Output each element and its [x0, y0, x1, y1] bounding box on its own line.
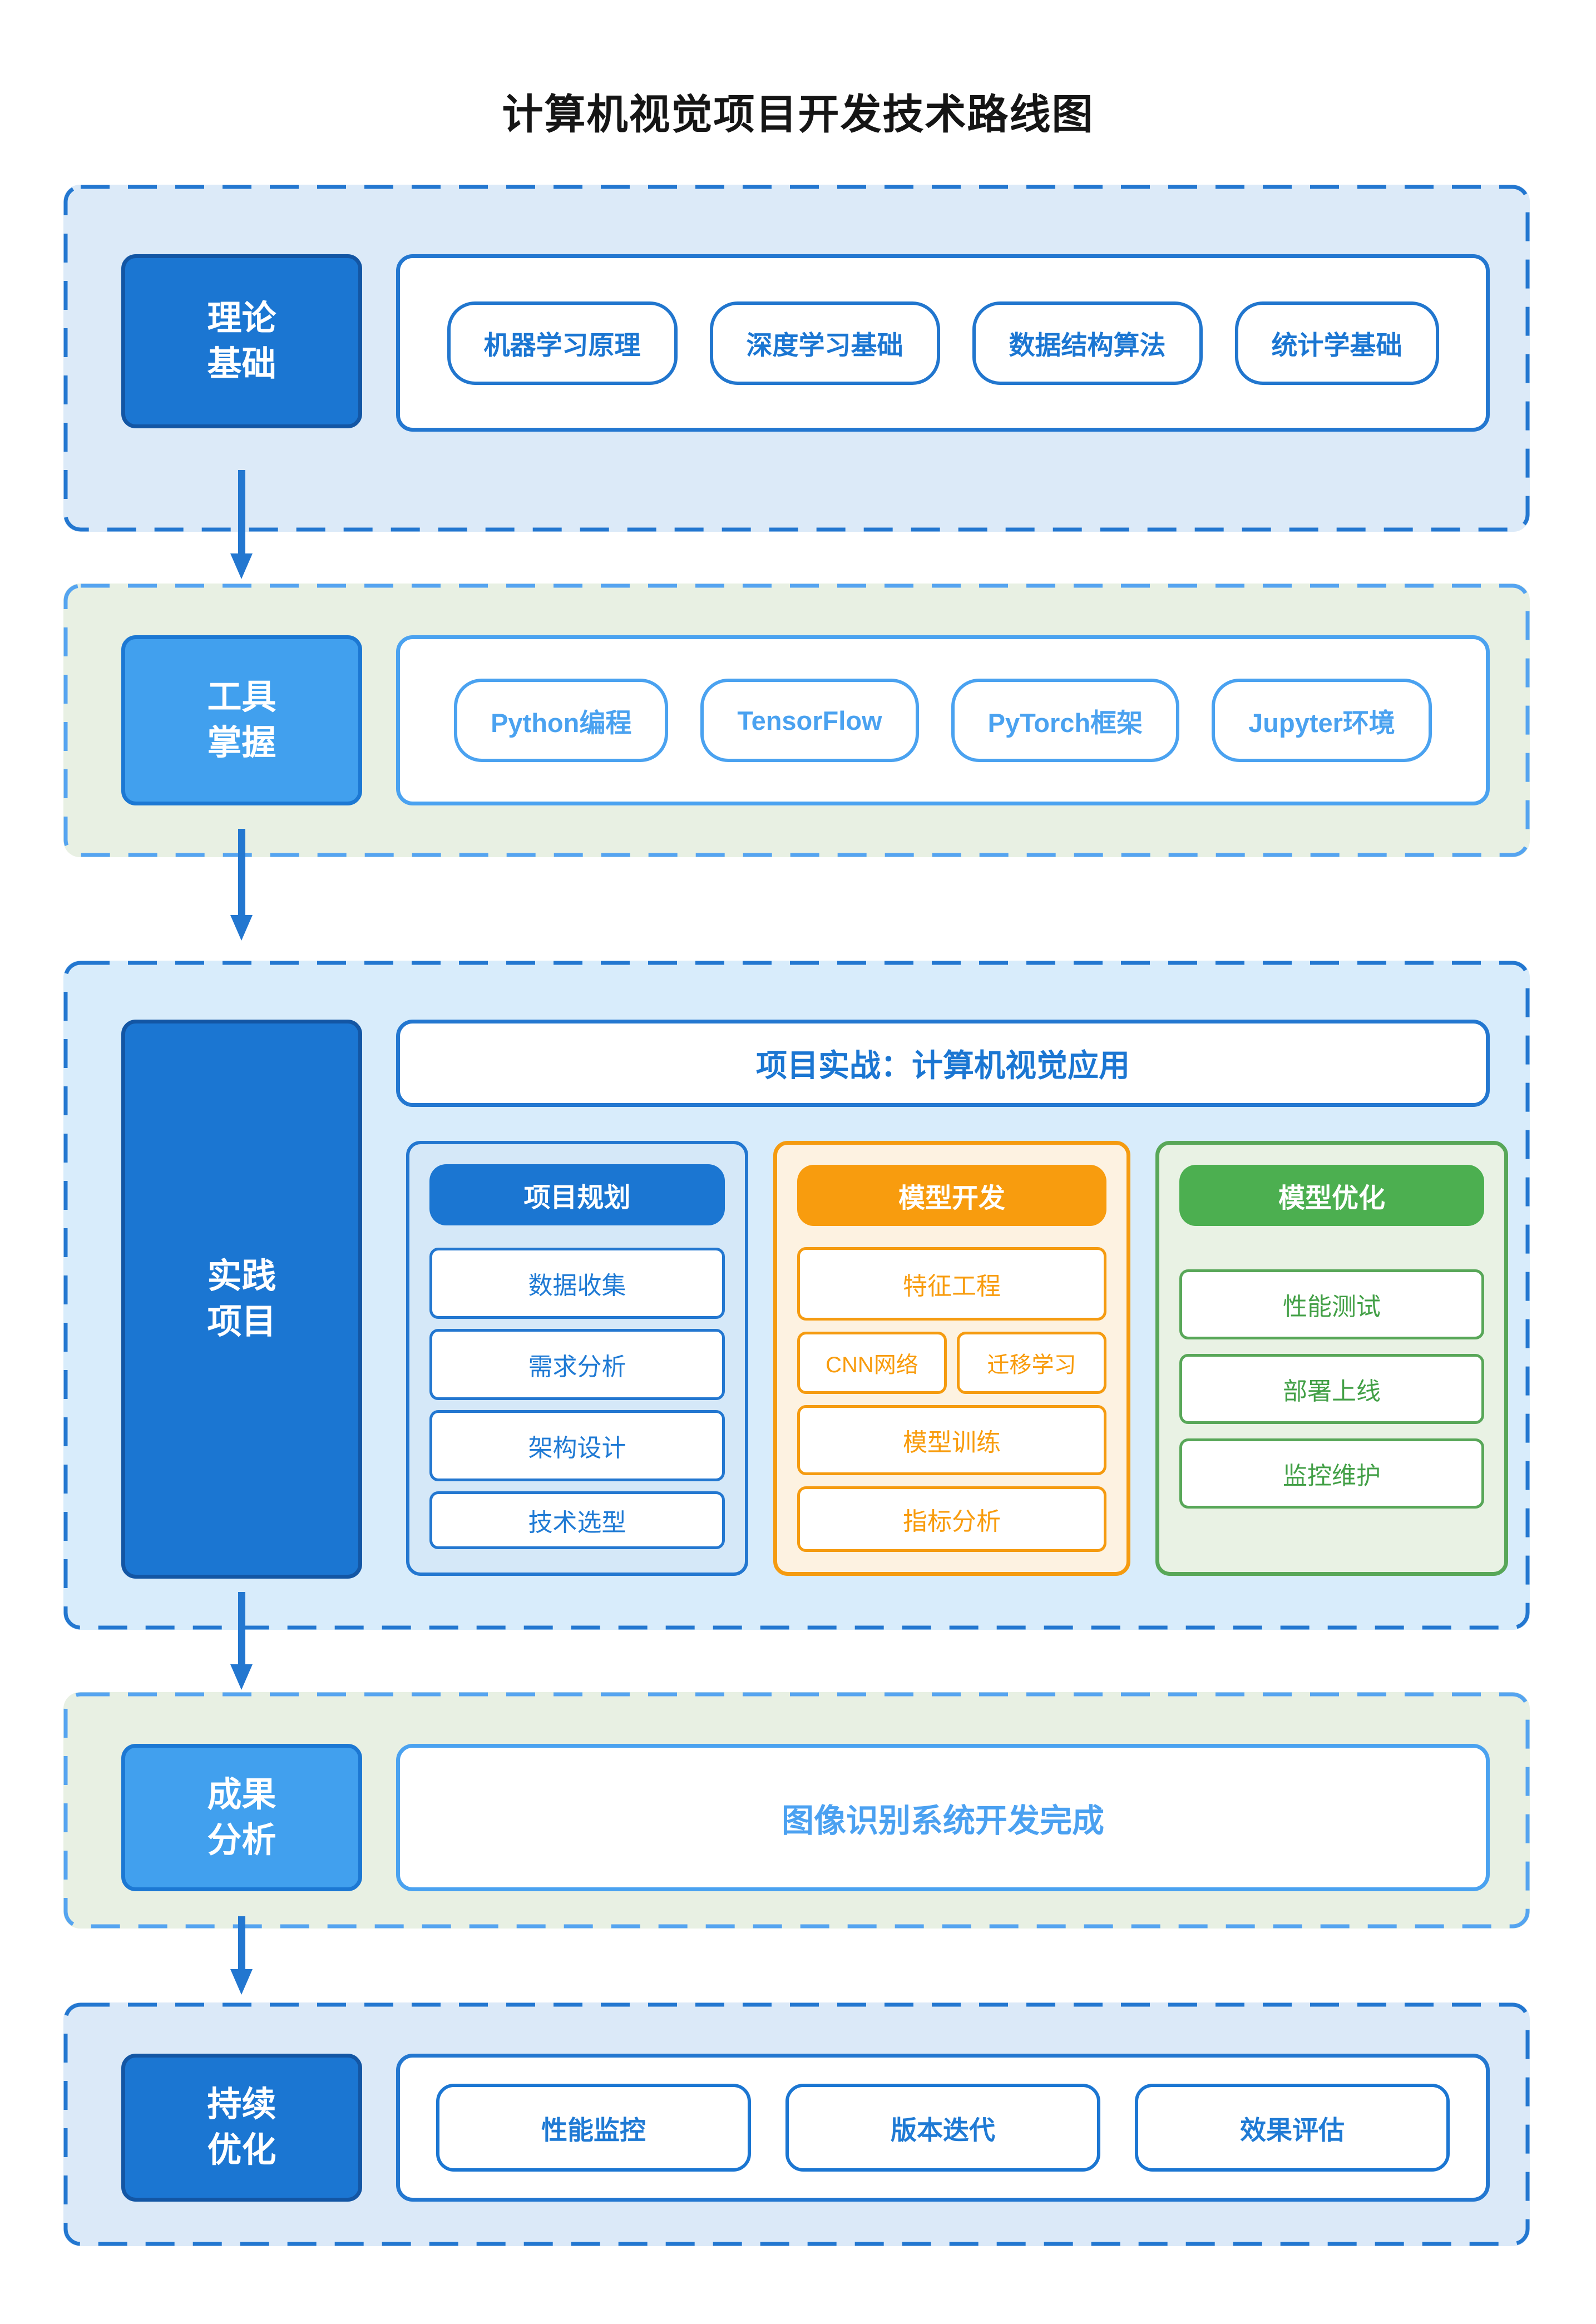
column-model-optimization: 模型优化 性能测试 部署上线 监控维护 [1155, 1141, 1508, 1576]
task-box: 部署上线 [1179, 1354, 1484, 1424]
column-project-planning: 项目规划 数据收集 需求分析 架构设计 技术选型 [406, 1141, 748, 1576]
stage-label-theory: 理论 基础 [121, 254, 362, 428]
flow-arrow-down-icon [221, 470, 261, 579]
stage-label-tools: 工具 掌握 [121, 635, 362, 805]
task-box: 数据收集 [429, 1248, 725, 1319]
topic-pill: 统计学基础 [1234, 301, 1439, 385]
section-results-analysis: 成果 分析 图像识别系统开发完成 [63, 1692, 1530, 1929]
tool-pill: Python编程 [454, 679, 669, 762]
task-box: 性能测试 [1179, 1269, 1484, 1339]
section-practice-projects: 实践 项目 项目实战：计算机视觉应用 项目规划 数据收集 需求分析 架构设计 技… [63, 961, 1530, 1630]
task-box: 技术选型 [429, 1491, 725, 1549]
tools-panel: Python编程 TensorFlow PyTorch框架 Jupyter环境 [396, 635, 1490, 805]
stage-label-results: 成果 分析 [121, 1744, 362, 1891]
tool-pill: Jupyter环境 [1212, 679, 1432, 762]
column-model-development: 模型开发 特征工程 CNN网络 迁移学习 模型训练 指标分析 [773, 1141, 1130, 1576]
task-box: 需求分析 [429, 1329, 725, 1400]
page-title: 计算机视觉项目开发技术路线图 [502, 91, 1094, 137]
task-box: 监控维护 [1179, 1438, 1484, 1509]
section-tool-mastery: 工具 掌握 Python编程 TensorFlow PyTorch框架 Jupy… [63, 584, 1530, 857]
column-items: 数据收集 需求分析 架构设计 技术选型 [429, 1248, 725, 1549]
section-continuous-optimization: 持续 优化 性能监控 版本迭代 效果评估 [63, 2002, 1530, 2246]
task-box: 迁移学习 [957, 1332, 1106, 1394]
practice-header: 项目实战：计算机视觉应用 [396, 1020, 1490, 1107]
stage-label-practice: 实践 项目 [121, 1020, 362, 1579]
column-items: 特征工程 CNN网络 迁移学习 模型训练 指标分析 [797, 1247, 1106, 1552]
task-box: 指标分析 [797, 1486, 1106, 1552]
topic-pill: 深度学习基础 [709, 301, 940, 385]
column-items: 性能测试 部署上线 监控维护 [1179, 1226, 1484, 1552]
task-box: 模型训练 [797, 1405, 1106, 1475]
section-theory-foundation: 理论 基础 机器学习原理 深度学习基础 数据结构算法 统计学基础 [63, 185, 1530, 532]
theory-panel: 机器学习原理 深度学习基础 数据结构算法 统计学基础 [396, 254, 1490, 432]
task-box: 架构设计 [429, 1410, 725, 1481]
column-title: 项目规划 [429, 1164, 725, 1225]
result-statement: 图像识别系统开发完成 [781, 1802, 1104, 1839]
continuous-panel: 性能监控 版本迭代 效果评估 [396, 2054, 1490, 2202]
tool-pill: PyTorch框架 [951, 679, 1180, 762]
activity-pill: 版本迭代 [785, 2084, 1100, 2172]
activity-pill: 效果评估 [1135, 2084, 1450, 2172]
column-title: 模型优化 [1179, 1165, 1484, 1226]
flow-arrow-down-icon [221, 1916, 261, 1995]
topic-pill: 机器学习原理 [447, 301, 678, 385]
tool-pill: TensorFlow [700, 679, 919, 762]
flow-arrow-down-icon [221, 1592, 261, 1690]
flow-arrow-down-icon [221, 829, 261, 941]
column-title: 模型开发 [797, 1165, 1106, 1226]
topic-pill: 数据结构算法 [972, 301, 1203, 385]
task-box: CNN网络 [797, 1332, 947, 1394]
activity-pill: 性能监控 [436, 2084, 751, 2172]
results-panel: 图像识别系统开发完成 [396, 1744, 1490, 1891]
task-box: 特征工程 [797, 1247, 1106, 1321]
task-split-row: CNN网络 迁移学习 [797, 1332, 1106, 1394]
stage-label-continuous: 持续 优化 [121, 2054, 362, 2202]
